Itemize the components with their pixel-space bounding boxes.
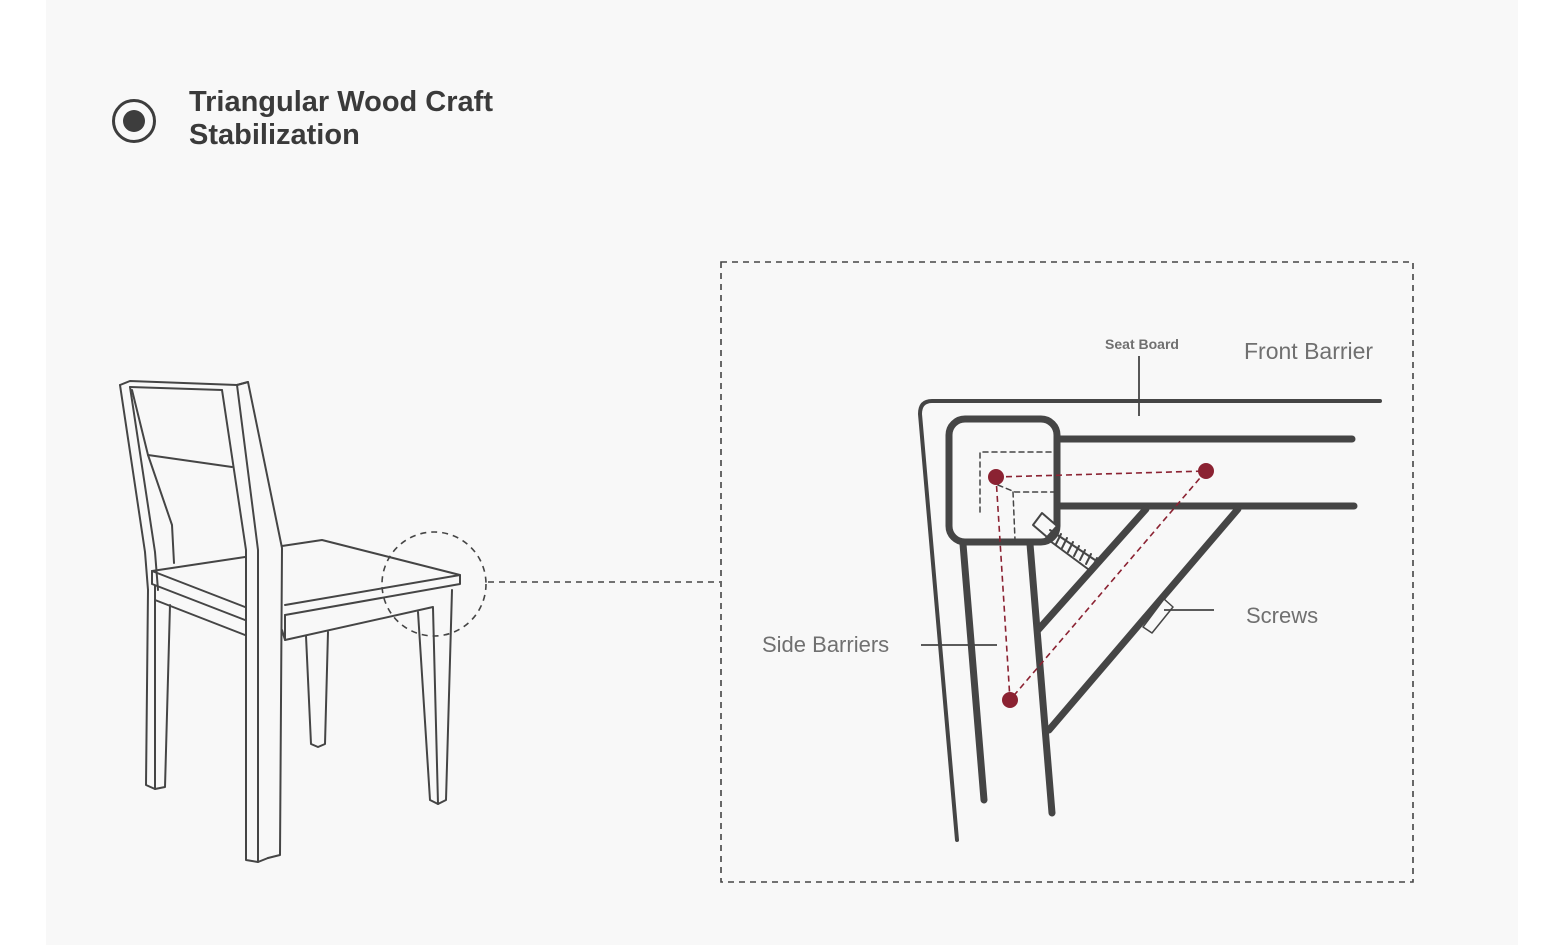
screw-icon [1032, 512, 1099, 573]
triangle-vertex-3 [1002, 692, 1018, 708]
leg-left-edge [959, 540, 988, 804]
front-barrier-label: Front Barrier [1244, 338, 1373, 364]
seat-board-line [918, 399, 1382, 842]
seat-board-label: Seat Board [1105, 336, 1179, 352]
triangle-vertex-1 [988, 469, 1004, 485]
triangle-vertex-2 [1198, 463, 1214, 479]
screw-marker [1142, 598, 1174, 634]
screws-label: Screws [1246, 603, 1318, 628]
stabilization-triangle [988, 463, 1214, 708]
header: Triangular Wood Craft Stabilization [112, 86, 529, 152]
side-barriers-label: Side Barriers [762, 632, 889, 657]
title-line-1: Triangular Wood Craft [189, 86, 493, 118]
brace-edge-1 [1034, 505, 1150, 634]
radio-selected-icon [112, 99, 156, 143]
corner-leg-block [945, 415, 1061, 546]
diagram-panel [46, 0, 1518, 945]
leg-right-edge [1026, 540, 1056, 817]
detail-frame [720, 261, 1414, 883]
title-line-2: Stabilization [189, 119, 360, 151]
joint-detail [918, 399, 1382, 842]
zoom-circle [381, 531, 487, 637]
page-title: Triangular Wood Craft Stabilization [189, 86, 529, 152]
brace-edge-2 [1045, 505, 1242, 734]
chair-illustration [119, 380, 461, 863]
radio-dot [123, 110, 145, 132]
